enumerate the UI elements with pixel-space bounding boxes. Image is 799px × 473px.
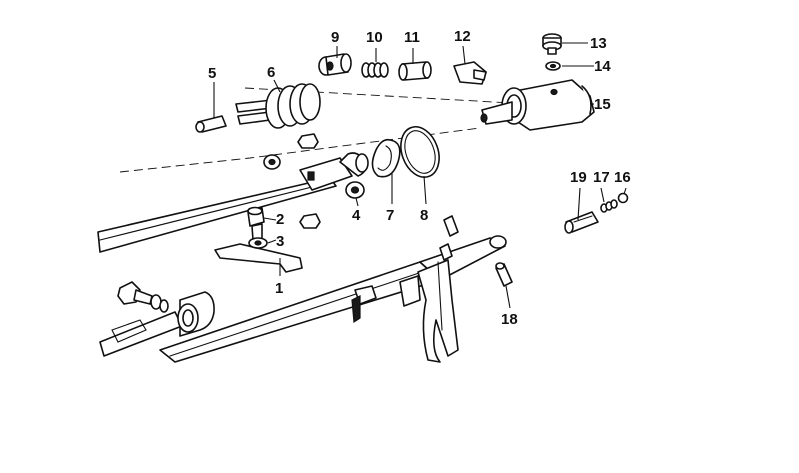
part-5-pin	[195, 115, 227, 133]
lower-left-shaft	[99, 291, 215, 357]
part-12-detent	[453, 61, 487, 85]
callout-2: 2	[276, 211, 284, 228]
shift-fork	[417, 243, 459, 363]
callout-13: 13	[590, 35, 607, 52]
callout-19: 19	[570, 169, 587, 186]
callout-16: 16	[614, 169, 631, 186]
callout-10: 10	[366, 29, 383, 46]
part-3-washer	[248, 237, 268, 249]
callout-5: 5	[208, 65, 216, 82]
callout-17: 17	[593, 169, 610, 186]
part-13-bolt	[542, 33, 562, 55]
small-nuts	[263, 133, 321, 229]
callout-7: 7	[386, 207, 394, 224]
callout-6: 6	[267, 64, 275, 81]
part-15-housing	[480, 79, 595, 131]
lower-left-bolt	[117, 281, 169, 313]
part-8-ring	[400, 126, 440, 178]
leader-lines	[213, 42, 627, 309]
part-14-washer	[545, 61, 561, 71]
part-2-bolt	[247, 206, 265, 241]
part-11-sleeve	[398, 61, 432, 81]
part-18-pin	[495, 262, 513, 287]
callout-8: 8	[420, 207, 428, 224]
callout-14: 14	[594, 58, 611, 75]
callout-11: 11	[404, 29, 420, 46]
part-16-ball	[617, 192, 629, 204]
dowel-pin	[443, 215, 459, 237]
part-7-circlip	[371, 138, 401, 178]
part-10-spring	[361, 62, 389, 78]
callout-12: 12	[454, 28, 471, 45]
part-19-sleeve	[564, 211, 599, 234]
callout-labels: 1 2 3 4 5 6 7 8 9 10 11 12 13 14 15 16 1…	[208, 28, 631, 328]
callout-18: 18	[501, 311, 518, 328]
part-6-spring	[235, 83, 321, 129]
callout-1: 1	[275, 280, 283, 297]
part-9-plug	[318, 53, 352, 76]
callout-4: 4	[352, 207, 361, 224]
callout-9: 9	[331, 29, 339, 46]
callout-15: 15	[594, 96, 611, 113]
callout-3: 3	[276, 233, 284, 250]
part-4-nut	[345, 181, 365, 199]
part-17-spring	[600, 199, 618, 213]
upper-shift-rod	[97, 152, 369, 253]
